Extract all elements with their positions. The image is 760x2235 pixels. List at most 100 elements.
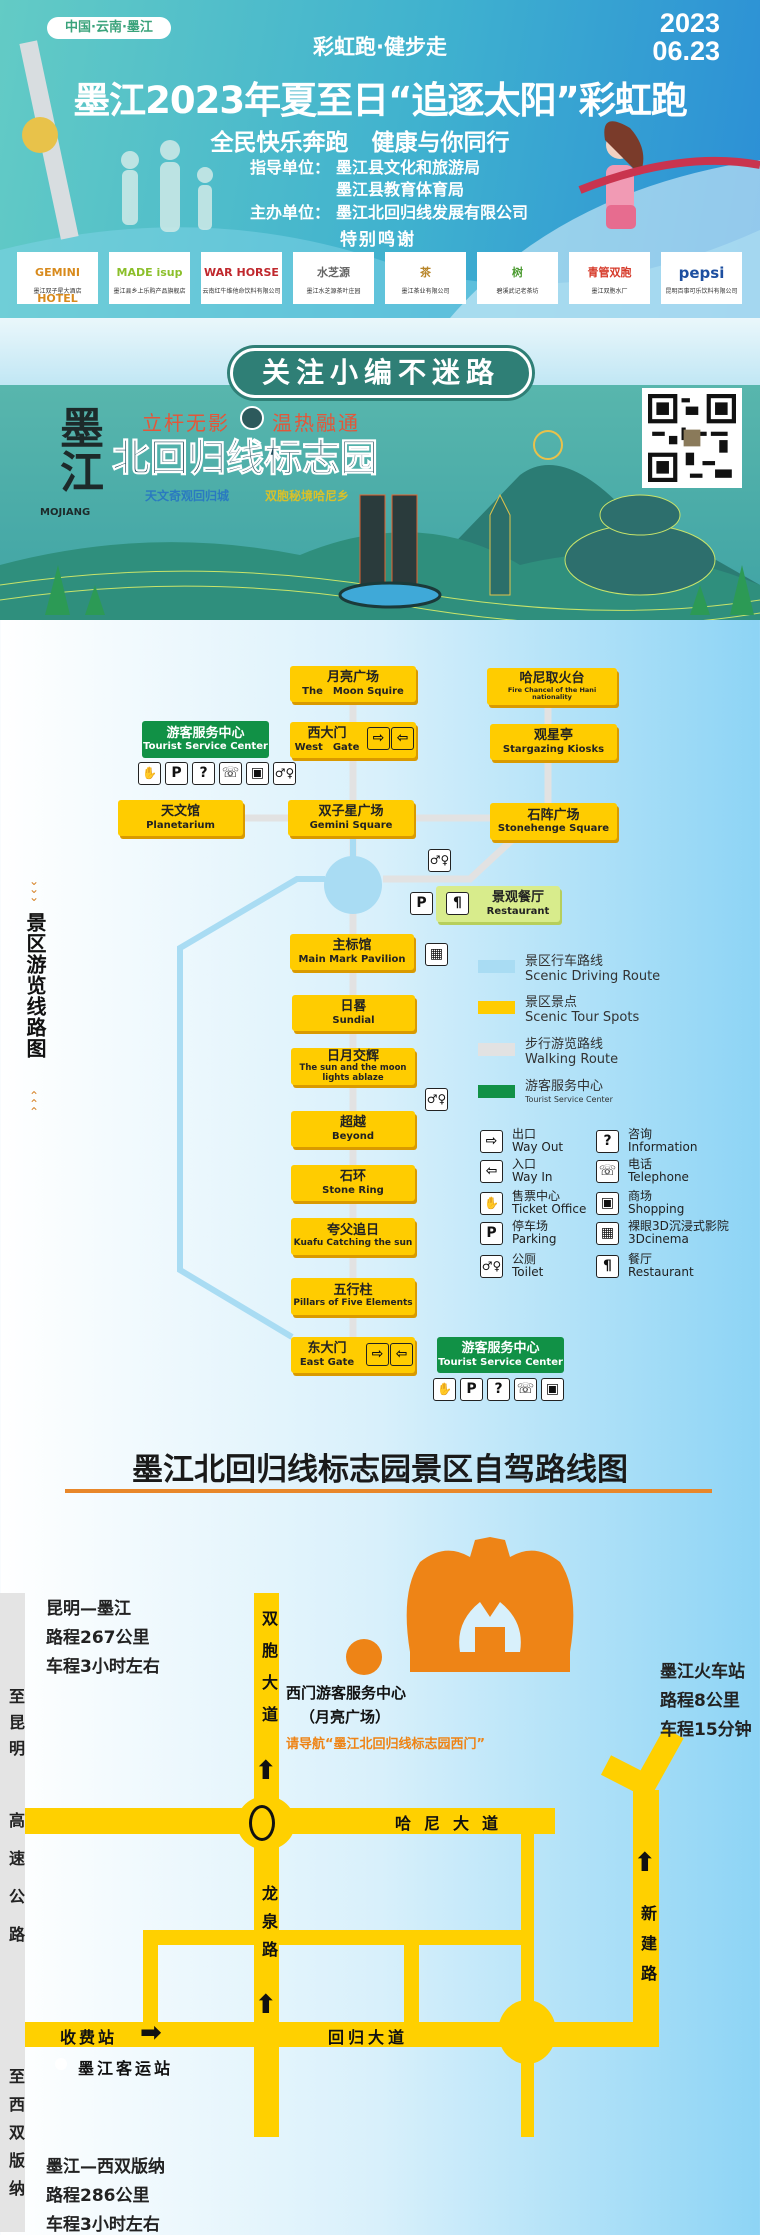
tagline-left: 天文奇观回归城 [145, 489, 230, 503]
road-label-longquan: 龙泉路 [259, 1885, 278, 1969]
entrance-icon: ⇦ [480, 1160, 503, 1183]
exit-icon: ⇨ [366, 1343, 389, 1366]
follow-pill: 关注小编不迷路 [230, 348, 532, 398]
exit-icon: ⇨ [480, 1130, 503, 1153]
runner-illustration [578, 121, 760, 229]
info-icon: ? [596, 1130, 619, 1153]
parking-icon: P [460, 1378, 483, 1401]
entrance-icon: ⇦ [390, 1343, 413, 1366]
event-subtitle: 全民快乐奔跑 健康与你同行 [210, 130, 510, 156]
tagline-right: 双胞秘境哈尼乡 [265, 489, 350, 503]
chevrons-down-icon: ⌄⌄⌄ [28, 874, 40, 904]
cinema-icon: ▦ [425, 943, 448, 966]
date-day: 06.23 [652, 36, 720, 66]
bus-station-label: 墨江客运站 [78, 2059, 174, 2078]
ticket-icon: ✋ [138, 762, 161, 785]
kunming-distance: 路程267公里 [46, 1628, 150, 1648]
arrow-up-icon: ⬆ [255, 1756, 277, 1786]
title-underline [65, 1489, 712, 1493]
date-year: 2023 [659, 8, 720, 38]
park-landscape-illustration [0, 430, 760, 620]
west-center-label: 西门游客服务中心 [286, 1684, 407, 1702]
phone-icon: ☏ [596, 1160, 619, 1183]
host-unit: 墨江北回归线发展有限公司 [336, 203, 529, 222]
toilet-icon: ♂♀ [273, 762, 296, 785]
road-xinjian [633, 1790, 659, 2047]
shopping-icon: ▣ [246, 762, 269, 785]
monument-icon [406, 1537, 574, 1672]
host-label: 主办单位： [250, 203, 331, 222]
kunming-route: 昆明—墨江 [46, 1599, 131, 1619]
parking-icon: P [410, 892, 433, 915]
to-xsbn-label: 至西双版纳 [6, 2068, 25, 2208]
info-icon: ? [192, 762, 215, 785]
phone-icon: ☏ [514, 1378, 537, 1401]
arrow-up-icon: ⬆ [634, 1848, 656, 1878]
highway-bar [0, 1593, 25, 2232]
ticket-icon: ✋ [433, 1378, 456, 1401]
restaurant-icon: ¶ [596, 1255, 619, 1278]
sponsor-logo: 水芝源墨江水芝源茶叶庄园 [293, 252, 374, 304]
thanks-heading: 特别鸣谢 [340, 230, 416, 250]
xsbn-distance: 路程286公里 [46, 2186, 150, 2206]
roundabout [324, 856, 382, 914]
road-connector [521, 1808, 534, 2137]
guide-label: 指导单位： [250, 158, 331, 177]
train-distance: 路程8公里 [660, 1691, 740, 1711]
guide-unit: 墨江县教育体育局 [336, 180, 465, 199]
road-y-junction [600, 1727, 684, 1796]
roundabout-south [498, 2000, 556, 2064]
driving-route [177, 835, 356, 1340]
road-label-huigui: 回归大道 [328, 2028, 409, 2047]
road-label-hani: 哈尼大道 [395, 1814, 512, 1833]
drive-map-title: 墨江北回归线标志园景区自驾路线图 [132, 1452, 628, 1488]
entrance-icon: ⇦ [391, 727, 414, 750]
train-station: 墨江火车站 [660, 1662, 745, 1682]
parking-icon: P [165, 762, 188, 785]
road-label-shuangbao: 双胞大道 [259, 1610, 278, 1738]
toilet-icon: ♂♀ [425, 1088, 448, 1111]
guide-unit: 墨江县文化和旅游局 [336, 158, 481, 177]
qr-code[interactable] [642, 388, 742, 488]
road-connector [404, 1930, 419, 2025]
phone-icon: ☏ [219, 762, 242, 785]
kunming-duration: 车程3小时左右 [46, 1657, 160, 1677]
roundabout-icon [249, 1805, 275, 1841]
legend-swatch-walking [478, 1043, 515, 1056]
arrow-right-icon: ➡ [140, 2018, 162, 2048]
west-center-sub: （月亮广场） [300, 1708, 391, 1726]
ticket-icon: ✋ [480, 1192, 503, 1215]
toilet-icon: ♂♀ [428, 849, 451, 872]
park-name: 北回归线标志园 [111, 436, 379, 481]
motto-right: 温热融通 [272, 411, 360, 435]
scenic-map-side-title: 景区游览线路图 [23, 912, 47, 1059]
